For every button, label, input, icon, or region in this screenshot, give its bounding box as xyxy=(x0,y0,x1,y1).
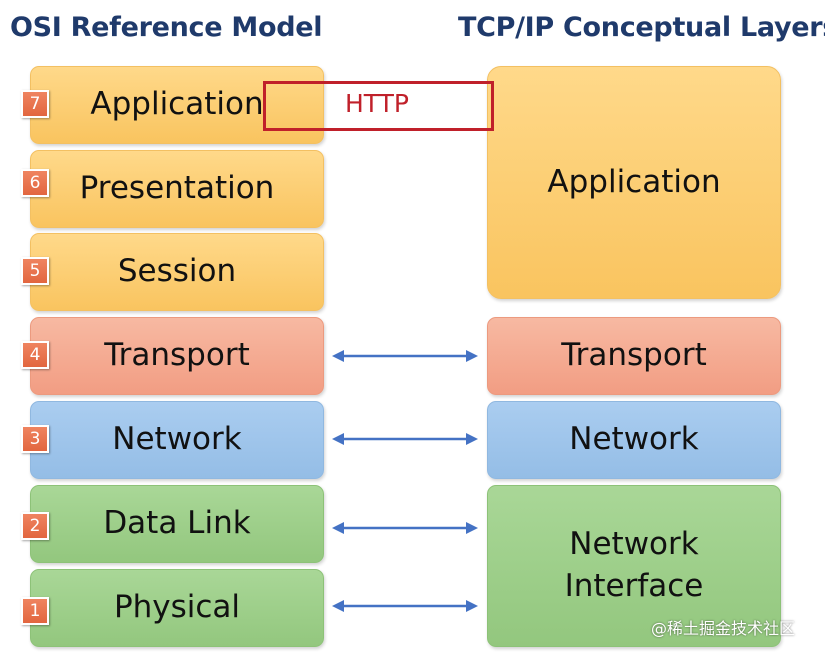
http-annotation-label: HTTP xyxy=(345,89,409,118)
layer-number-badge: 2 xyxy=(21,512,49,540)
double-arrow-icon xyxy=(332,600,478,612)
layer-number-badge: 1 xyxy=(21,597,49,625)
double-arrow-icon xyxy=(332,433,478,445)
osi-layer-label: Network xyxy=(112,421,242,458)
watermark: @稀土掘金技术社区 xyxy=(651,619,796,638)
tcpip-title: TCP/IP Conceptual Layers xyxy=(458,12,825,43)
layer-number-badge: 4 xyxy=(21,341,49,369)
osi-layer-label: Session xyxy=(117,253,237,290)
layer-number-badge: 5 xyxy=(21,257,49,285)
layer-number-badge: 7 xyxy=(21,90,49,118)
tcpip-layer-label-line2: Interface xyxy=(564,568,704,604)
tcpip-layer-network-interface: Network Interface xyxy=(487,485,781,647)
osi-layer-session: Session xyxy=(30,233,324,311)
osi-layer-data-link: Data Link xyxy=(30,485,324,563)
tcpip-layer-label: Network xyxy=(569,421,699,458)
osi-layer-network: Network xyxy=(30,401,324,479)
tcpip-layer-application: Application xyxy=(487,66,781,299)
tcpip-layer-label: Application xyxy=(547,163,721,200)
osi-layer-application: Application xyxy=(30,66,324,144)
osi-title: OSI Reference Model xyxy=(10,12,323,43)
osi-layer-label: Presentation xyxy=(79,170,275,207)
osi-layer-label: Transport xyxy=(104,337,250,374)
tcpip-layer-network: Network xyxy=(487,401,781,479)
tcpip-layer-transport: Transport xyxy=(487,317,781,395)
layer-number-badge: 6 xyxy=(21,169,49,197)
tcpip-layer-label-line1: Network xyxy=(569,526,699,563)
osi-layer-physical: Physical xyxy=(30,569,324,647)
osi-layer-presentation: Presentation xyxy=(30,150,324,228)
osi-layer-label: Physical xyxy=(113,589,241,626)
tcpip-layer-label: Transport xyxy=(561,337,707,374)
double-arrow-icon xyxy=(332,522,478,534)
osi-layer-label: Data Link xyxy=(103,505,251,542)
osi-layer-transport: Transport xyxy=(30,317,324,395)
double-arrow-icon xyxy=(332,350,478,362)
osi-layer-label: Application xyxy=(90,86,264,123)
http-annotation-box xyxy=(263,81,494,131)
layer-number-badge: 3 xyxy=(21,425,49,453)
